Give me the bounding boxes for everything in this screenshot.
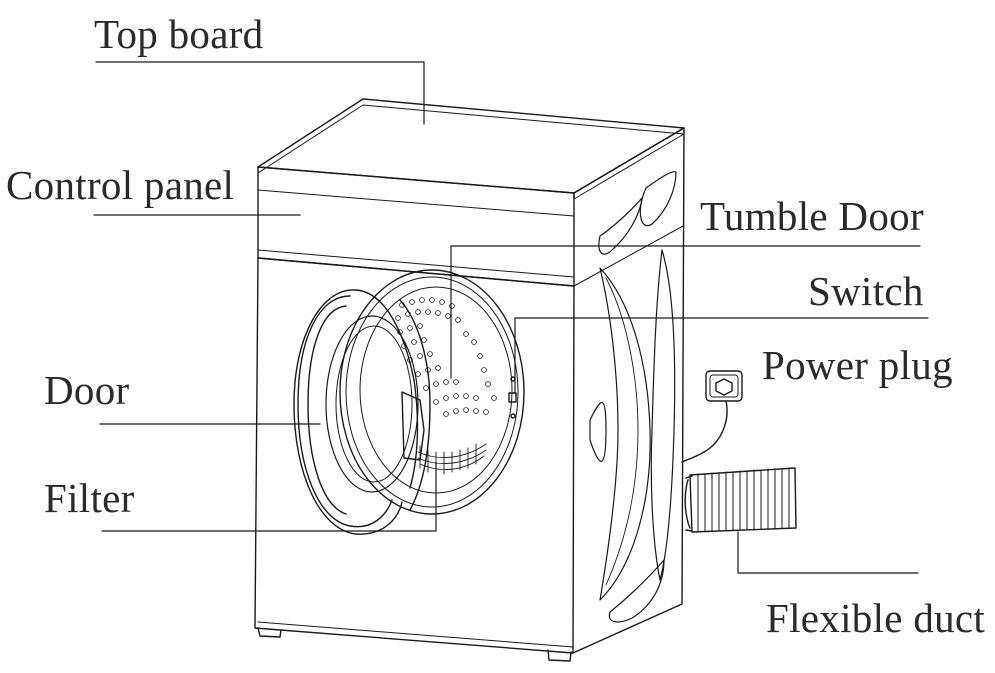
filter-grille [417,443,487,475]
side-panel [572,127,685,654]
leader-top-board [95,61,425,125]
top-board-surface [257,98,685,194]
control-panel-band [257,166,575,287]
side-panel-ribs [589,171,677,623]
power-plug [681,370,743,463]
dryer-cabinet [254,98,685,662]
switch-button [508,392,517,403]
leader-tumble-door [450,245,921,379]
label-control-panel: Control panel [6,162,235,208]
label-door: Door [44,367,130,413]
drum-opening [339,269,525,515]
door [293,289,431,535]
leader-switch [514,317,929,393]
leader-filter [101,461,437,532]
label-top-board: Top board [94,11,264,57]
label-switch: Switch [808,268,924,314]
leader-flexible-duct [737,531,919,574]
label-flexible-duct: Flexible duct [766,595,986,641]
leader-lines [93,61,929,574]
door-handle [401,391,425,461]
label-power-plug: Power plug [762,342,953,388]
flexible-duct [684,467,797,533]
label-tumble-door: Tumble Door [700,193,924,239]
label-filter: Filter [44,475,135,521]
